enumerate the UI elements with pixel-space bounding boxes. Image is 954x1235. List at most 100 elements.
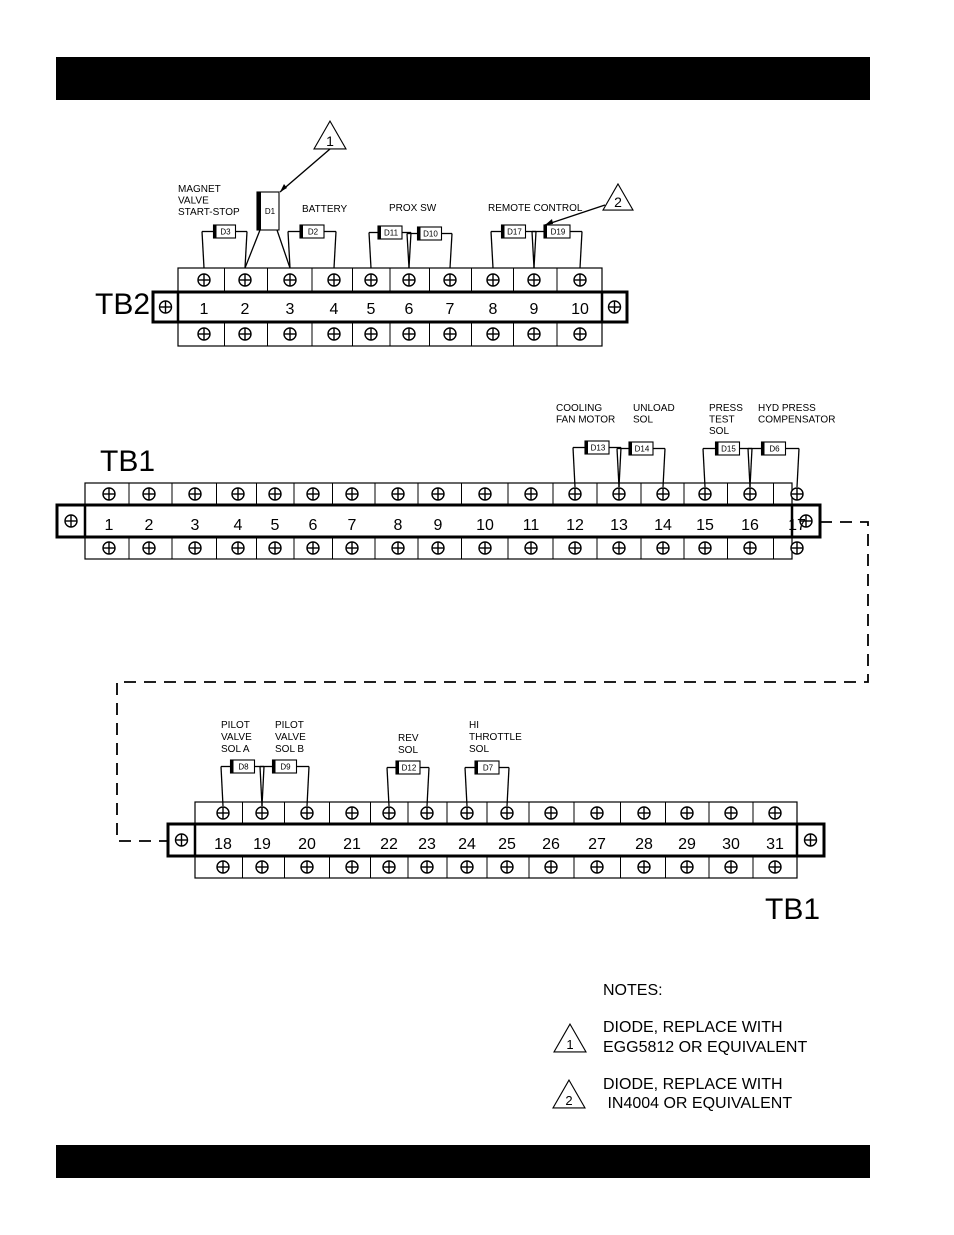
tb1-lower-terminal-25: 25 [498, 836, 516, 853]
tb1-upper-top-screw-9 [431, 487, 445, 501]
tb2-top-screw-10 [573, 273, 587, 287]
tb1-upper-bottom-screw-6 [306, 541, 320, 555]
tb2-terminal-3: 3 [286, 301, 295, 318]
tb1-upper-top-screw-10 [478, 487, 492, 501]
tb1-diode-d6-band [761, 442, 765, 455]
tb2-bottom-screw-6 [402, 327, 416, 341]
tb1-lower-top-screw-26 [544, 806, 558, 820]
tb2-diode-d11-leg-left [368, 232, 372, 269]
callout-triangle-1-number: 1 [326, 133, 334, 149]
tb1-upper-bottom-screw-15 [698, 541, 712, 555]
tb1-label-unload-sol-line: UNLOAD [633, 403, 675, 414]
tb1-label-press-test-sol-line: TEST [709, 415, 735, 426]
tb2-diode-d10-leg-left [406, 233, 410, 269]
note-1-triangle [553, 1022, 587, 1053]
tb2-label-battery-line: BATTERY [302, 204, 348, 215]
tb2-diode-d2-leg-left [287, 231, 291, 269]
tb1-diode-d12-label: D12 [402, 764, 417, 773]
tb1-lower-terminal-19: 19 [253, 836, 271, 853]
callout-1-arrowhead [280, 184, 287, 192]
tb1-upper-top-screw-11 [524, 487, 538, 501]
tb2-bottom-screw-5 [364, 327, 378, 341]
tb1-upper-terminal-15: 15 [696, 517, 714, 534]
tb1-upper-terminal-14: 14 [654, 517, 672, 534]
tb1-label-hyd-press-compensator-line: COMPENSATOR [758, 415, 835, 426]
tb1-upper-bottom-screw-13 [612, 541, 626, 555]
tb2-bottom-screw-2 [238, 327, 252, 341]
tb1-lower-top-screw-27 [590, 806, 604, 820]
tb2-diode-d19-leg-right [579, 231, 583, 269]
tb1-lower-bottom-screw-29 [680, 860, 694, 874]
footer-bar [56, 1145, 870, 1178]
callout-triangle-2-number: 2 [614, 194, 622, 210]
tb1-label-hi-throttle-sol-line: SOL [469, 744, 489, 755]
tb2-diode-d3-label: D3 [220, 228, 231, 237]
tb1-label-press-test-sol-line: PRESS [709, 403, 743, 414]
tb1-lower-top-screw-20 [300, 806, 314, 820]
tb1-upper-terminal-12: 12 [566, 517, 584, 534]
tb1-lower-bottom-screw-25 [500, 860, 514, 874]
tb2-top-screw-8 [486, 273, 500, 287]
tb1-diode-d12-band [396, 761, 399, 774]
tb1-upper-terminal-10: 10 [476, 517, 494, 534]
tb1-label-cooling-fan-motor-line: COOLING [556, 403, 602, 414]
tb2-bottom-screw-7 [443, 327, 457, 341]
tb2-label-magnet-valve-line: START-STOP [178, 207, 240, 218]
tb1-upper-terminal-13: 13 [610, 517, 628, 534]
tb1-lower-bottom-screw-18 [216, 860, 230, 874]
tb1-diode-d12-leg-right [426, 767, 430, 807]
tb1-upper-bottom-screw-4 [231, 541, 245, 555]
tb1-upper-terminal-11: 11 [523, 517, 540, 534]
tb1-label-pilot-valve-sol-b-line: PILOT [275, 720, 304, 731]
tb1-label-unload-sol-line: SOL [633, 415, 653, 426]
tb1-continuation-dashed-line [116, 521, 869, 842]
callout-triangle-1 [313, 119, 347, 150]
tb1-diode-d13-label: D13 [591, 444, 606, 453]
tb1-upper-terminal-6: 6 [309, 517, 318, 534]
tb1-label-hyd-press-compensator-line: HYD PRESS [758, 403, 816, 414]
tb1-label-cooling-fan-motor-line: FAN MOTOR [556, 415, 615, 426]
tb1-upper-terminal-3: 3 [191, 517, 200, 534]
tb1-upper-bottom-screw-5 [268, 541, 282, 555]
tb1-lower-top-screw-30 [724, 806, 738, 820]
tb1-upper-bottom-screw-10 [478, 541, 492, 555]
header-bar [56, 57, 870, 100]
tb1-upper-top-screw-7 [345, 487, 359, 501]
tb1-upper-bottom-screw-2 [142, 541, 156, 555]
tb1-diode-d9-leg-right [306, 766, 310, 807]
tb1-lower-terminal-31: 31 [766, 836, 784, 853]
tb1-diode-d8-leg-left [220, 766, 224, 807]
tb1-diode-d6-label: D6 [769, 445, 780, 454]
tb1-label-pilot-valve-sol-a-line: SOL A [221, 744, 250, 755]
tb1-upper-top-screw-16 [743, 487, 757, 501]
callout-2-leader [544, 204, 606, 226]
tb1-lower-terminal-29: 29 [678, 836, 696, 853]
tb1-diode-d7-label: D7 [483, 764, 494, 773]
tb1-diode-d13-leg-right [618, 447, 622, 488]
tb1-upper-top-screw-2 [142, 487, 156, 501]
callout-1-leader [279, 148, 331, 193]
tb1-diode-d15-band [715, 442, 719, 455]
tb2-terminal-7: 7 [446, 301, 455, 318]
tb2-diode-d19-band [544, 225, 547, 238]
tb2-diode-d17-band [501, 225, 505, 238]
tb2-label-magnet-valve-line: VALVE [178, 196, 209, 207]
tb2-terminal-9: 9 [530, 301, 539, 318]
tb2-diode-d17-leg-left [490, 231, 494, 269]
tb1-upper-terminal-7: 7 [348, 517, 357, 534]
tb1-diode-d7-band [475, 761, 478, 774]
tb2-top-screw-1 [197, 273, 211, 287]
tb2-diode-d2-label: D2 [308, 228, 319, 237]
tb1-label-pilot-valve-sol-b-line: VALVE [275, 732, 306, 743]
tb1-upper-top-screw-17 [790, 487, 804, 501]
tb1-upper-end-screw-left [64, 514, 78, 528]
tb1-lower-top-screw-18 [216, 806, 230, 820]
tb2-diode-d2-band [300, 225, 303, 238]
callout-2-arrowhead [545, 219, 553, 225]
note-2-triangle-number: 2 [565, 1093, 572, 1108]
tb1-lower-terminal-28: 28 [635, 836, 653, 853]
tb1-diode-d15-label: D15 [721, 445, 736, 454]
tb1-upper-bottom-screw-3 [188, 541, 202, 555]
tb1-lower-terminal-21: 21 [343, 836, 361, 853]
tb1-diode-d14-leg-right [662, 448, 666, 488]
